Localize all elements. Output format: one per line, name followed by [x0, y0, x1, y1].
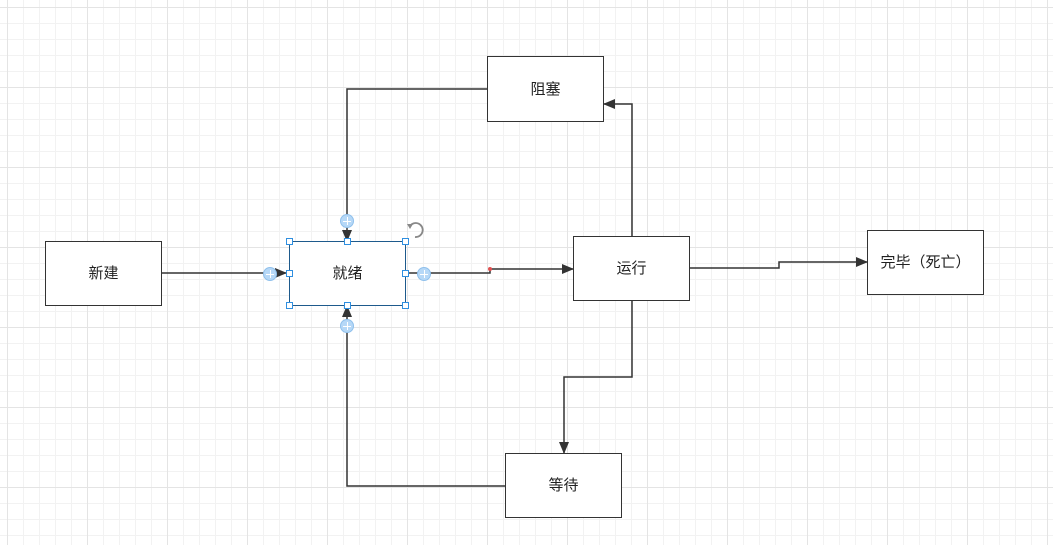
node-blocked-label: 阻塞	[530, 79, 561, 98]
resize-handle-left[interactable]	[286, 270, 293, 277]
node-ready-label: 就绪	[332, 264, 363, 282]
node-blocked[interactable]: 阻塞	[487, 56, 604, 122]
edge-running-to-blocked[interactable]	[603, 99, 633, 236]
connect-plus-icon-right[interactable]	[417, 267, 431, 281]
edge-waiting-to-ready[interactable]	[342, 305, 505, 487]
resize-handle-bottom-left[interactable]	[286, 302, 293, 309]
resize-handle-right[interactable]	[402, 270, 409, 277]
edge-running-to-waiting[interactable]	[559, 301, 633, 454]
node-finished-label: 完毕（死亡）	[880, 253, 971, 271]
edge-waypoint-dot[interactable]	[488, 267, 492, 271]
edge-running-to-finished[interactable]	[690, 257, 868, 269]
node-waiting[interactable]: 等待	[505, 453, 622, 518]
resize-handle-top-left[interactable]	[286, 238, 293, 245]
connect-plus-icon-left[interactable]	[263, 267, 277, 281]
resize-handle-bottom-right[interactable]	[402, 302, 409, 309]
node-ready[interactable]: 就绪	[289, 241, 406, 306]
resize-handle-top-right[interactable]	[402, 238, 409, 245]
resize-handle-top[interactable]	[344, 238, 351, 245]
edge-blocked-to-ready[interactable]	[342, 88, 487, 242]
node-running-label: 运行	[616, 259, 647, 277]
connect-plus-icon-bottom[interactable]	[340, 319, 354, 333]
edge-ready-to-running[interactable]	[406, 264, 574, 274]
resize-handle-bottom[interactable]	[344, 302, 351, 309]
node-new-label: 新建	[88, 264, 119, 282]
connect-plus-icon-top[interactable]	[340, 214, 354, 228]
node-finished[interactable]: 完毕（死亡）	[867, 230, 984, 295]
rotate-icon[interactable]	[406, 220, 426, 240]
node-new[interactable]: 新建	[45, 241, 162, 306]
node-running[interactable]: 运行	[573, 236, 690, 301]
node-waiting-label: 等待	[548, 476, 579, 494]
